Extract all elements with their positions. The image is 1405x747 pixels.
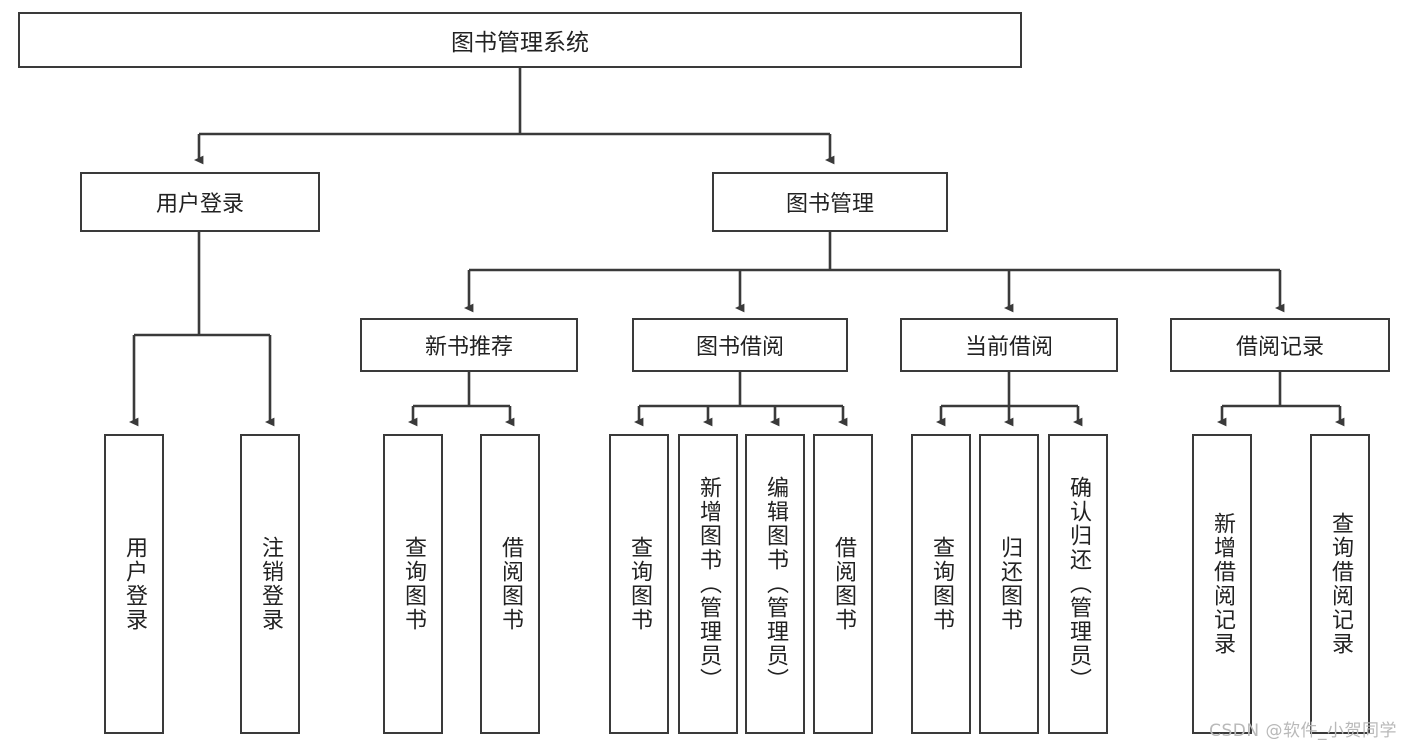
- leaf-current-return-book[interactable]: 归还图书: [979, 434, 1039, 734]
- leaf-borrow-add-book-admin[interactable]: 新增图书（管理员）: [678, 434, 738, 734]
- node-borrow-record[interactable]: 借阅记录: [1170, 318, 1390, 372]
- leaf-new-book-query-book[interactable]: 查询图书: [383, 434, 443, 734]
- leaf-user-login-sign-in[interactable]: 用户登录: [104, 434, 164, 734]
- leaf-borrow-edit-book-admin[interactable]: 编辑图书（管理员）: [745, 434, 805, 734]
- node-new-book-recommend[interactable]: 新书推荐: [360, 318, 578, 372]
- leaf-current-confirm-return-admin[interactable]: 确认归还（管理员）: [1048, 434, 1108, 734]
- node-current-borrow[interactable]: 当前借阅: [900, 318, 1118, 372]
- csdn-watermark: CSDN @软件_小贺同学: [1209, 721, 1397, 741]
- leaf-user-login-sign-out[interactable]: 注销登录: [240, 434, 300, 734]
- node-root-library-system[interactable]: 图书管理系统: [18, 12, 1022, 68]
- leaf-borrow-query-book[interactable]: 查询图书: [609, 434, 669, 734]
- leaf-record-query-borrow-record[interactable]: 查询借阅记录: [1310, 434, 1370, 734]
- leaf-record-add-borrow-record[interactable]: 新增借阅记录: [1192, 434, 1252, 734]
- node-book-borrow[interactable]: 图书借阅: [632, 318, 848, 372]
- leaf-new-book-borrow-book[interactable]: 借阅图书: [480, 434, 540, 734]
- leaf-borrow-borrow-book[interactable]: 借阅图书: [813, 434, 873, 734]
- node-user-login[interactable]: 用户登录: [80, 172, 320, 232]
- leaf-current-query-book[interactable]: 查询图书: [911, 434, 971, 734]
- node-book-management[interactable]: 图书管理: [712, 172, 948, 232]
